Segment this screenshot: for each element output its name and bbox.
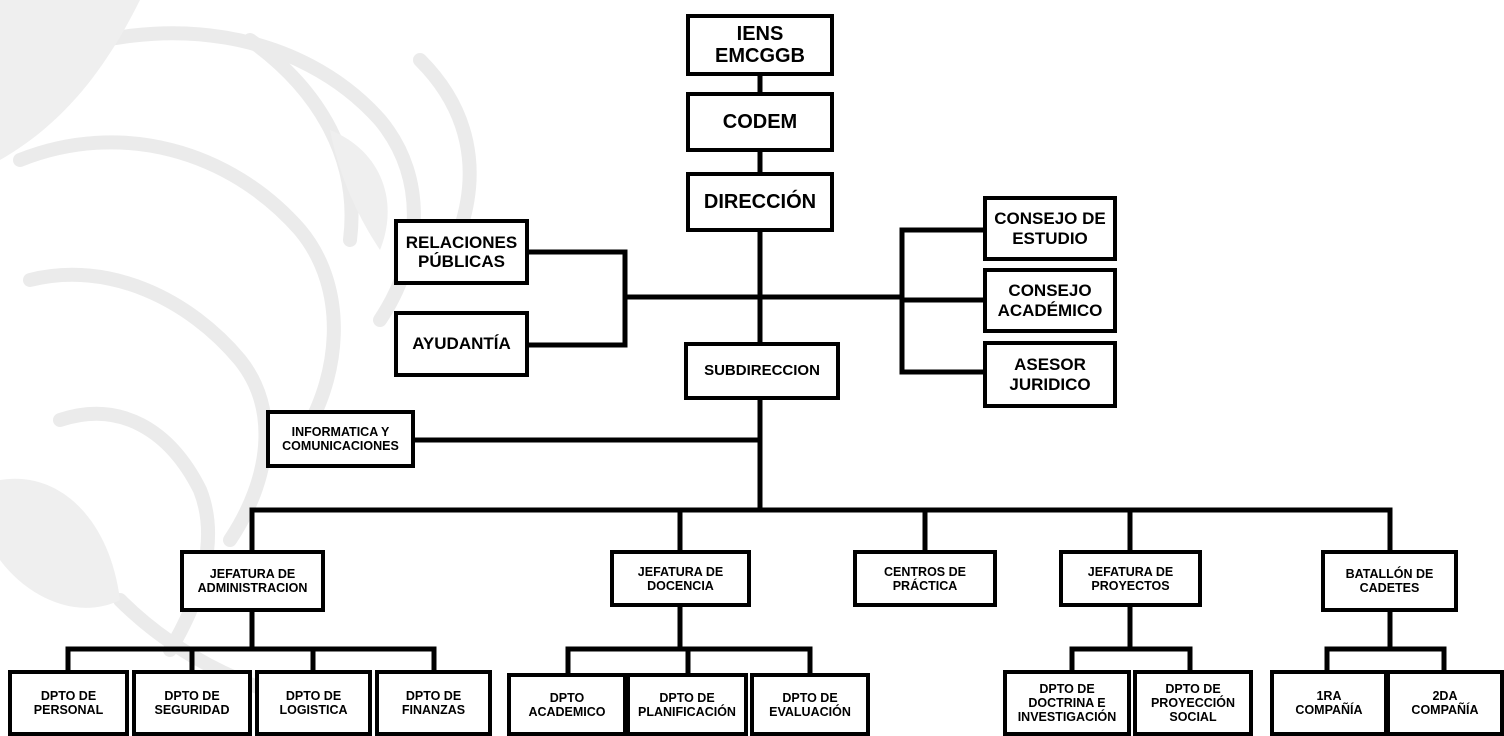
node-subdireccion: SUBDIRECCION (684, 342, 840, 400)
node-label: PROYECTOS (1091, 578, 1170, 593)
node-asesor-juridico: ASESOR JURIDICO (983, 341, 1117, 408)
node-label: SEGURIDAD (154, 703, 230, 717)
node-label: COMPAÑÍA (1411, 703, 1479, 717)
node-label: DOCENCIA (647, 578, 714, 593)
node-direccion: DIRECCIÓN (686, 172, 834, 232)
node-label: DPTO DE (1039, 682, 1095, 696)
node-label: PRÁCTICA (892, 578, 958, 593)
node-label: LOGISTICA (279, 703, 348, 717)
node-centros-de-practica: CENTROS DE PRÁCTICA (853, 550, 997, 607)
node-batallon-de-cadetes: BATALLÓN DE CADETES (1321, 550, 1458, 612)
node-dpto-doctrina-investigacion: DPTO DE DOCTRINA E INVESTIGACIÓN (1003, 670, 1131, 736)
node-dpto-proyeccion-social: DPTO DE PROYECCIÓN SOCIAL (1133, 670, 1253, 736)
node-label: PERSONAL (33, 703, 104, 717)
node-label: IENS (736, 22, 784, 45)
node-label: DPTO DE (164, 689, 220, 703)
node-codem: CODEM (686, 92, 834, 152)
node-label: JURIDICO (1009, 374, 1091, 394)
node-2da-compania: 2DA COMPAÑÍA (1386, 670, 1504, 736)
node-label: 1RA (1316, 689, 1342, 703)
node-label: DPTO DE (405, 689, 462, 703)
node-label: CADETES (1359, 581, 1420, 595)
node-label: RELACIONES (405, 232, 518, 252)
node-informatica-comunicaciones: INFORMATICA Y COMUNICACIONES (266, 410, 415, 468)
node-label: CONSEJO DE (994, 209, 1106, 229)
node-dpto-personal: DPTO DE PERSONAL (8, 670, 129, 736)
node-iens-emcggb: IENS EMCGGB (686, 14, 834, 76)
node-label: PÚBLICAS (418, 252, 505, 271)
node-label: SUBDIRECCION (704, 361, 820, 379)
node-label: EVALUACIÓN (769, 704, 851, 719)
node-label: JEFATURA DE (1087, 564, 1174, 579)
node-label: DPTO DE (1165, 682, 1221, 696)
node-label: ACADÉMICO (997, 300, 1103, 320)
node-dpto-evaluacion: DPTO DE EVALUACIÓN (750, 673, 870, 736)
node-jefatura-docencia: JEFATURA DE DOCENCIA (610, 550, 751, 607)
node-consejo-de-estudio: CONSEJO DE ESTUDIO (983, 196, 1117, 261)
node-label: CENTROS DE (884, 564, 966, 579)
node-jefatura-administracion: JEFATURA DE ADMINISTRACION (180, 550, 325, 612)
node-label: PROYECCIÓN (1150, 696, 1236, 710)
node-label: JEFATURA DE (637, 564, 724, 579)
node-label: COMPAÑÍA (1295, 703, 1363, 717)
node-label: DOCTRINA E (1028, 696, 1106, 710)
node-label: COMUNICACIONES (282, 439, 399, 453)
node-ayudantia: AYUDANTÍA (394, 311, 529, 377)
node-relaciones-publicas: RELACIONES PÚBLICAS (394, 219, 529, 285)
node-label: DPTO DE (782, 690, 838, 705)
node-dpto-finanzas: DPTO DE FINANZAS (375, 670, 492, 736)
node-dpto-academico: DPTO ACADEMICO (507, 673, 627, 736)
node-label: INFORMATICA Y (291, 425, 390, 439)
node-label: FINANZAS (401, 703, 466, 717)
node-dpto-planificacion: DPTO DE PLANIFICACIÓN (626, 673, 748, 736)
node-label: ASESOR (1014, 355, 1086, 375)
node-label: ESTUDIO (1012, 228, 1088, 248)
node-dpto-seguridad: DPTO DE SEGURIDAD (132, 670, 252, 736)
node-jefatura-proyectos: JEFATURA DE PROYECTOS (1059, 550, 1202, 607)
node-label: SOCIAL (1169, 710, 1217, 724)
node-1ra-compania: 1RA COMPAÑÍA (1270, 670, 1388, 736)
node-label: INVESTIGACIÓN (1017, 710, 1117, 724)
node-label: DPTO DE (659, 690, 715, 705)
node-label: BATALLÓN DE (1345, 567, 1434, 581)
node-label: DPTO DE (40, 689, 97, 703)
node-label: JEFATURA DE (209, 567, 296, 581)
node-label: ACADEMICO (528, 704, 606, 719)
node-label: CODEM (722, 110, 798, 133)
node-label: ADMINISTRACION (197, 581, 308, 595)
node-label: PLANIFICACIÓN (638, 704, 736, 719)
node-label: DPTO DE (285, 689, 342, 703)
node-consejo-academico: CONSEJO ACADÉMICO (983, 268, 1117, 333)
node-dpto-logistica: DPTO DE LOGISTICA (255, 670, 372, 736)
node-label: EMCGGB (715, 45, 805, 67)
node-label: CONSEJO (1008, 281, 1092, 301)
node-label: DPTO (549, 690, 585, 705)
node-label: AYUDANTÍA (412, 334, 511, 354)
node-label: 2DA (1432, 689, 1458, 703)
node-label: DIRECCIÓN (703, 190, 817, 213)
